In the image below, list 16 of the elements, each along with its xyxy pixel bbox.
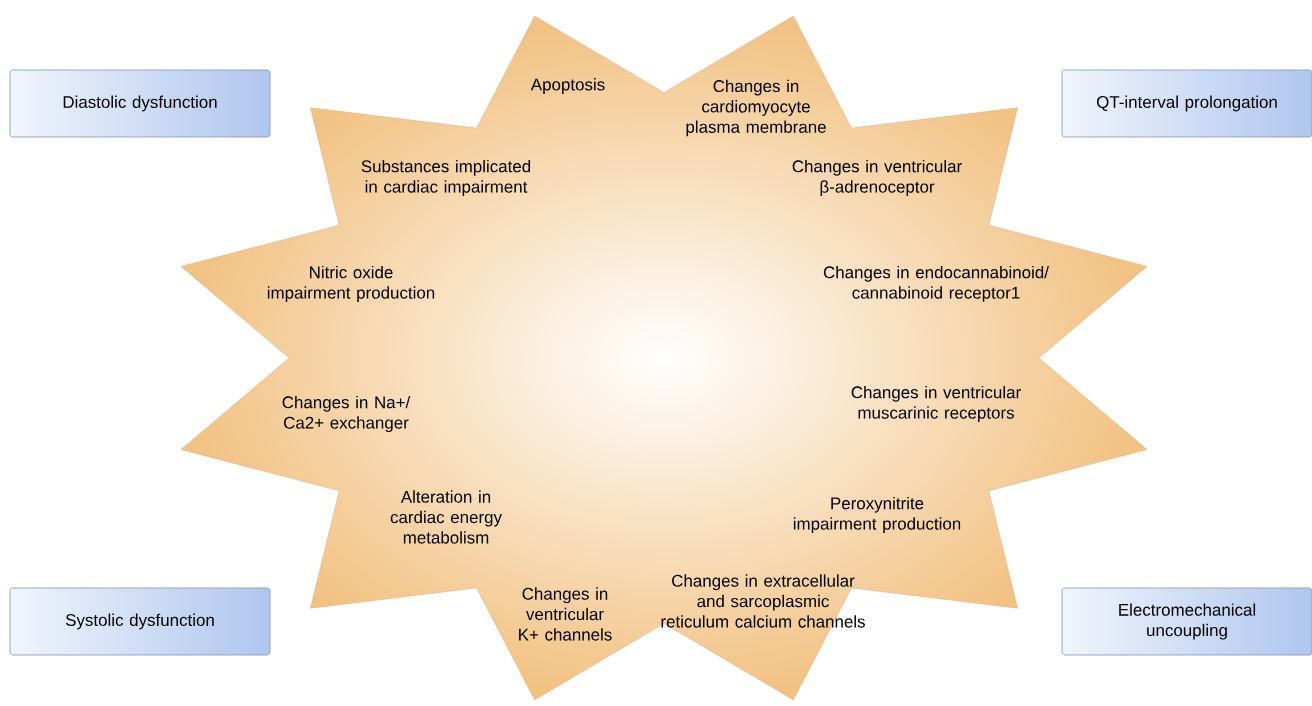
factor-label: Alteration in cardiac energy metabolism	[390, 490, 502, 544]
factor-label: Changes in extracellular and sarcoplasmic reticulum calcium channels	[661, 574, 865, 628]
outcome-box: QT-interval prolongation	[1061, 69, 1312, 138]
factor-label: Substances implicated in cardiac impairment	[361, 159, 531, 197]
factor-label: Changes in ventricular K+ channels	[519, 587, 612, 641]
factor-label: Changes in cardiomyocyte plasma membrane	[686, 79, 826, 137]
factor-label: Apoptosis	[530, 78, 605, 94]
outcome-box: Systolic dysfunction	[9, 587, 271, 656]
factor-label: Changes in ventricular β-adrenoceptor	[792, 159, 962, 197]
factor-label: Changes in endocannabinoid/ cannabinoid receptor1	[823, 265, 1049, 303]
factor-label: Peroxynitrite impairment production	[793, 496, 961, 534]
outcome-box: Electromechanical uncoupling	[1061, 587, 1312, 656]
factor-label: Nitric oxide impairment production	[267, 265, 435, 303]
outcome-box: Diastolic dysfunction	[9, 69, 271, 138]
factor-label: Changes in ventricular muscarinic receptors	[851, 385, 1021, 423]
factor-label: Changes in Na+/ Ca2+ exchanger	[282, 395, 411, 433]
